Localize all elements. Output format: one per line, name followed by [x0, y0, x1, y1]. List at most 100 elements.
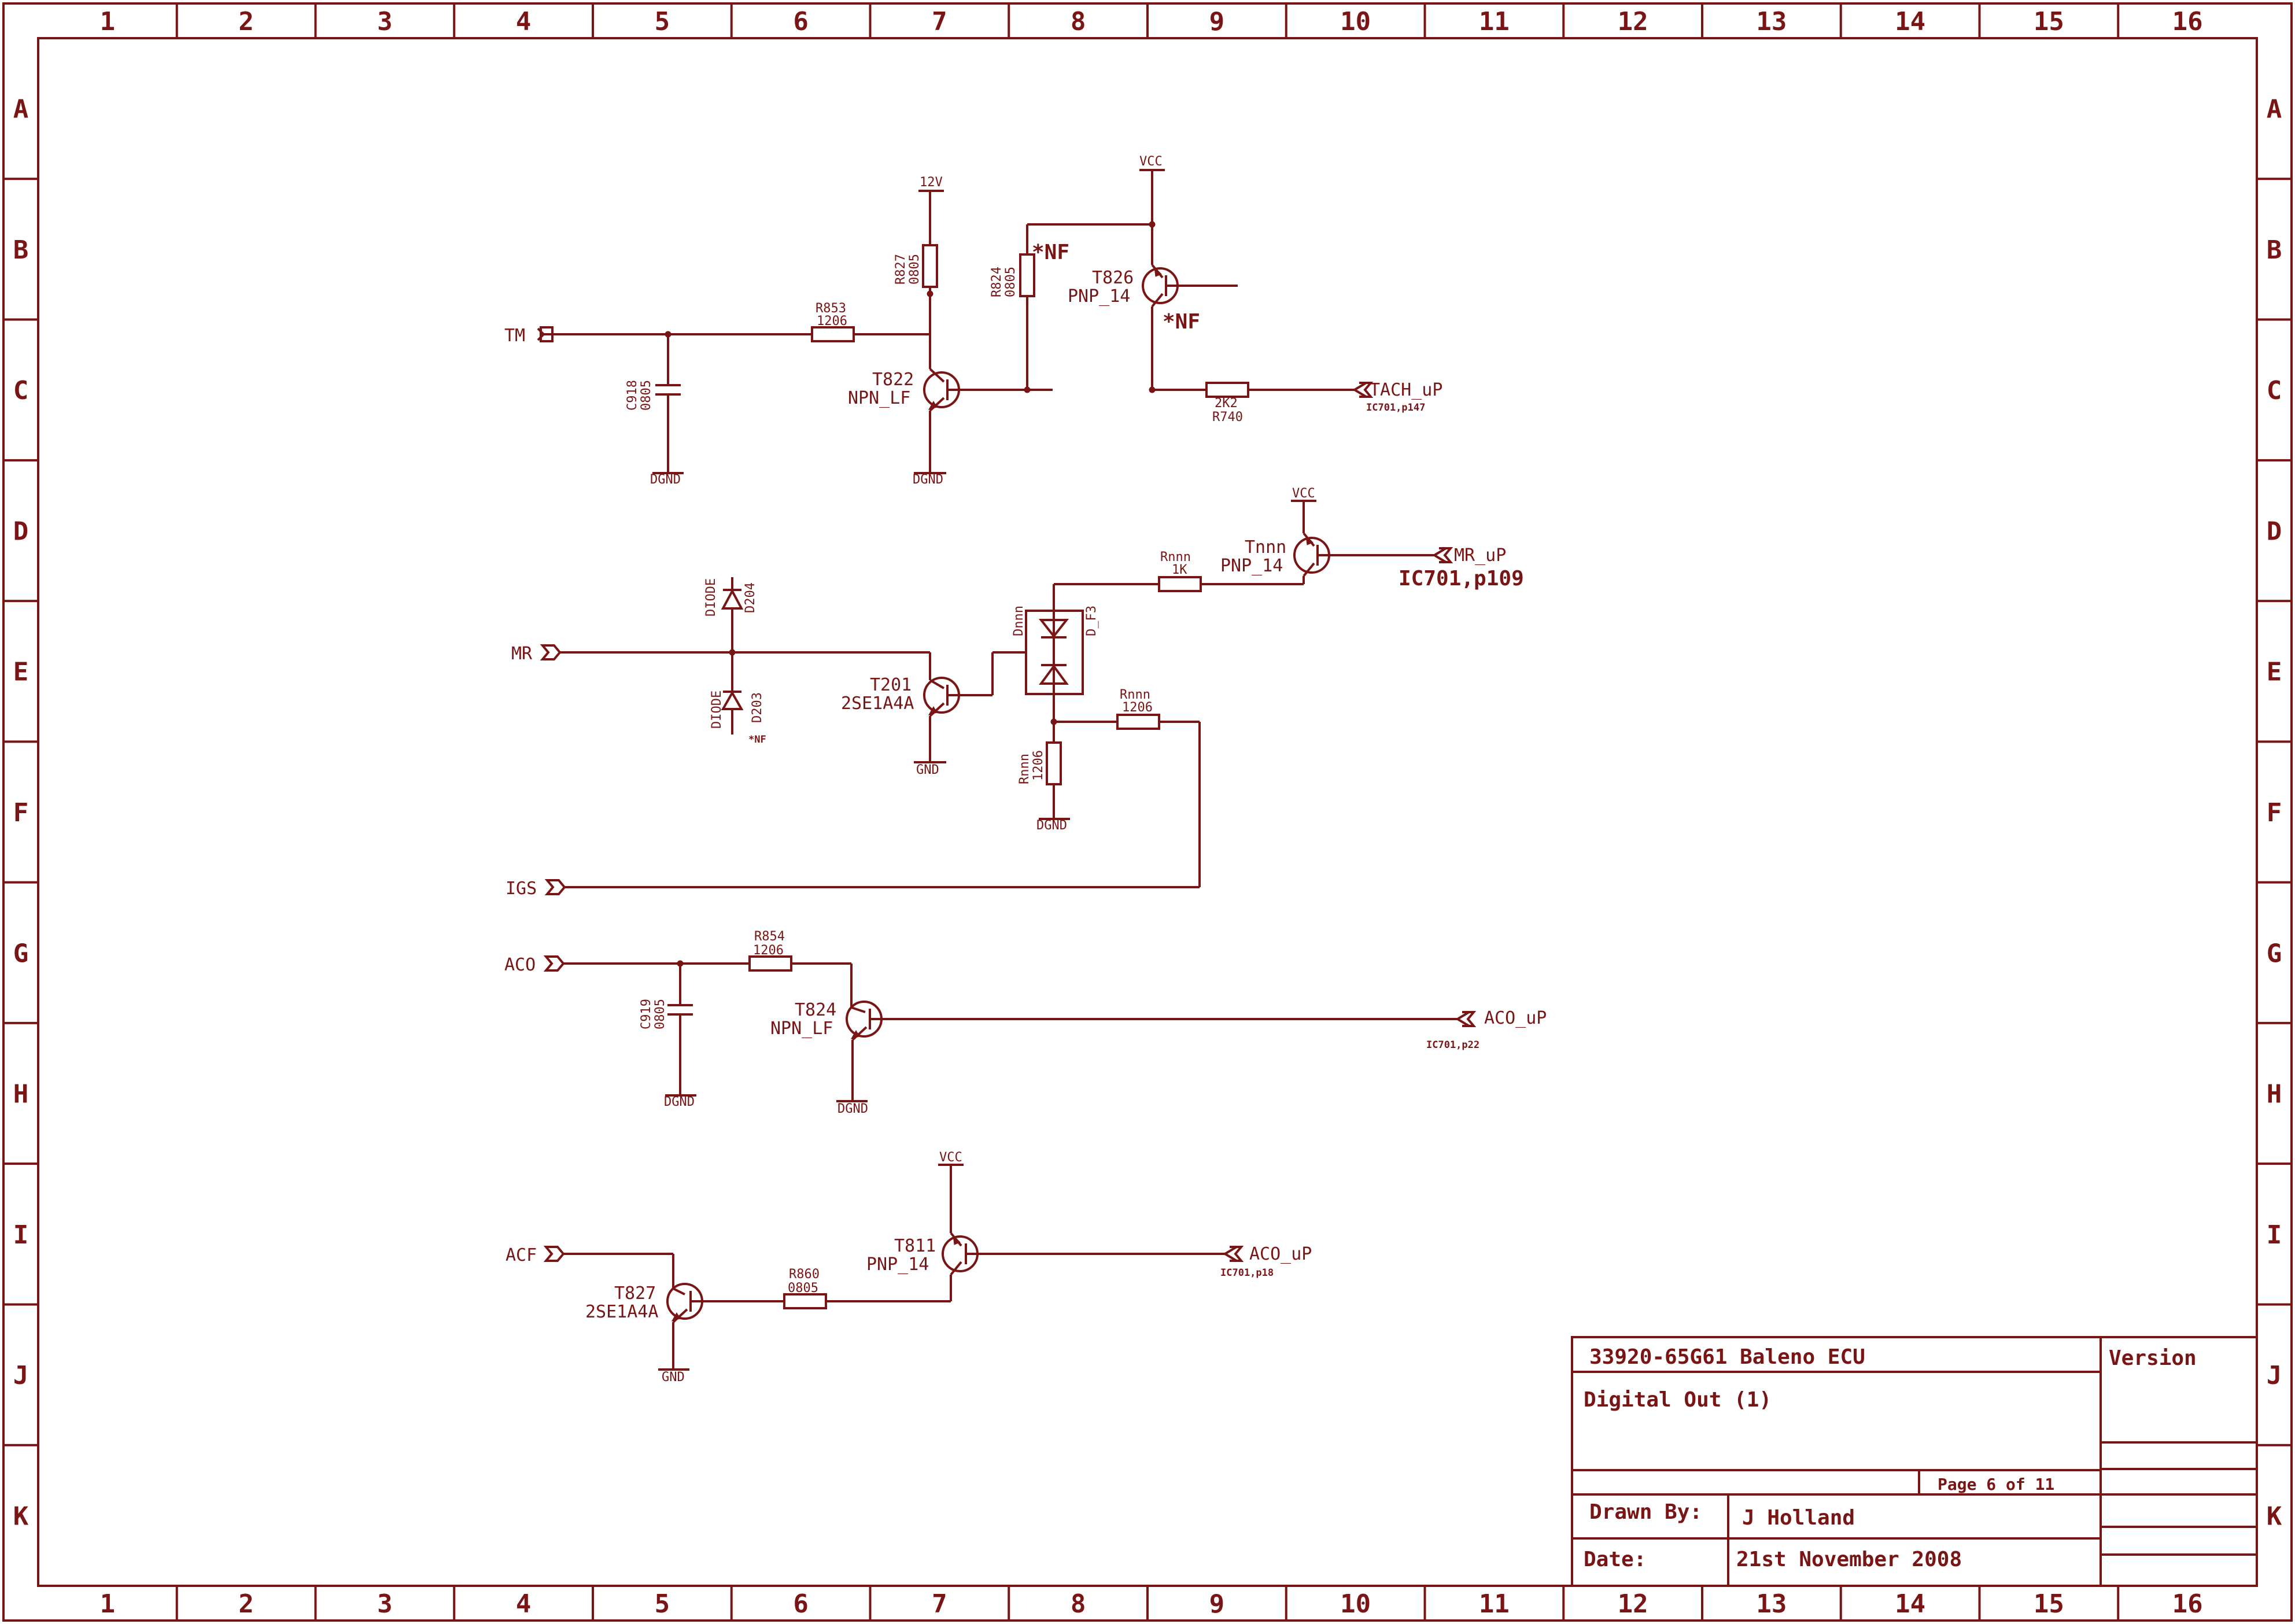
dgnd-rnnn: DGND [1036, 818, 1067, 833]
project-title: 33920-65G61 Baleno ECU [1589, 1345, 1865, 1369]
tnnn-value: PNP_14 [1220, 556, 1283, 576]
t826-nf-note: *NF [1163, 310, 1200, 334]
t822-ref: T822 [872, 370, 914, 390]
t827-ref: T827 [614, 1283, 656, 1304]
frame-row-label-right: K [2267, 1501, 2282, 1531]
circuit-tach: TM C918 0805 DGND R853 1206 12V R827 080… [504, 154, 1442, 487]
frame-col-label-top: 7 [932, 7, 947, 36]
r854-value: 1206 [753, 943, 784, 958]
frame-row-label-right: A [2267, 95, 2282, 124]
port-acf-label: ACF [506, 1245, 537, 1265]
frame-col-label-top: 11 [1479, 7, 1510, 36]
port-aco-up-2-ref: IC701,p18 [1220, 1267, 1274, 1279]
frame-row-label-left: A [13, 95, 29, 124]
version-label: Version [2109, 1346, 2197, 1370]
port-mr-label: MR [511, 644, 533, 664]
frame-col-label-bottom: 11 [1479, 1589, 1510, 1619]
r824-value: 0805 [1003, 267, 1018, 297]
frame-row-label-left: D [13, 516, 29, 546]
frame-col-label-bottom: 12 [1618, 1589, 1648, 1619]
d203-nf-note: *NF [748, 734, 766, 745]
dnnn-value: D_F3 [1084, 606, 1099, 636]
frame-col-label-bottom: 8 [1071, 1589, 1086, 1619]
r824-ref: R824 [990, 267, 1004, 297]
port-tach-ref: IC701,p147 [1366, 402, 1425, 414]
frame-row-label-right: E [2267, 658, 2282, 687]
circuit-mr: MR DIODE D204 DIODE D203 *NF GND T201 2S… [506, 486, 1524, 899]
frame-col-label-top: 5 [655, 7, 670, 36]
frame-row-label-left: I [13, 1220, 29, 1250]
d203-value: DIODE [710, 691, 724, 729]
r740-ref: R740 [1212, 410, 1243, 425]
r853-ref: R853 [816, 301, 846, 316]
frame-col-label-bottom: 9 [1209, 1589, 1225, 1619]
r740-value: 2K2 [1215, 396, 1238, 411]
frame-row-label-left: C [13, 376, 29, 405]
frame-col-label-top: 4 [516, 7, 532, 36]
sheet-title: Digital Out (1) [1584, 1388, 1772, 1412]
frame-col-label-top: 9 [1209, 7, 1225, 36]
frame-col-label-top: 12 [1618, 7, 1648, 36]
frame-row-label-left: E [13, 658, 29, 687]
port-mr-up-label: MR_uP [1454, 545, 1506, 566]
port-igs-symbol [544, 879, 566, 895]
vcc-tnnn: VCC [1292, 486, 1315, 501]
frame-col-label-bottom: 7 [932, 1589, 947, 1619]
rnnn-v-value: 1206 [1031, 750, 1046, 781]
t811-value: PNP_14 [866, 1254, 929, 1275]
frame-col-label-top: 13 [1756, 7, 1787, 36]
rnnn-1k-ref: Rnnn [1160, 550, 1191, 564]
t824-value: NPN_LF [770, 1018, 833, 1039]
frame-col-label-top: 14 [1895, 7, 1925, 36]
frame-col-label-bottom: 14 [1895, 1589, 1925, 1619]
page-indicator: Page 6 of 11 [1938, 1475, 2054, 1494]
frame-zone-labels: 1122334455667788991010111112121313141415… [13, 7, 2282, 1619]
dgnd-t824: DGND [837, 1102, 868, 1116]
d203-ref: D203 [750, 692, 765, 723]
frame-col-label-bottom: 1 [100, 1589, 116, 1619]
frame-col-label-top: 1 [100, 7, 116, 36]
frame-row-label-right: G [2267, 939, 2282, 968]
dgnd-t822: DGND [913, 473, 943, 487]
t826-value: PNP_14 [1068, 286, 1130, 307]
c919-ref: C919 [639, 999, 654, 1029]
frame-row-label-right: H [2267, 1080, 2282, 1109]
port-aco-up-1-ref: IC701,p22 [1426, 1039, 1479, 1051]
port-aco-label: ACO [504, 955, 536, 975]
port-mr-symbol [540, 644, 562, 660]
port-tach-symbol [1343, 382, 1374, 398]
port-aco-up-2-label: ACO_uP [1249, 1244, 1312, 1264]
dnnn-ref: Dnnn [1012, 606, 1026, 636]
dgnd-c919: DGND [664, 1095, 695, 1109]
frame-col-label-top: 8 [1071, 7, 1086, 36]
frame-col-label-bottom: 10 [1340, 1589, 1371, 1619]
r824-nf-note: *NF [1032, 241, 1069, 264]
t811-ref: T811 [894, 1236, 936, 1256]
frame-row-label-left: K [13, 1501, 29, 1531]
port-tm-label: TM [504, 326, 525, 346]
port-tach-label: TACH_uP [1370, 380, 1442, 400]
frame-row-label-left: J [13, 1361, 29, 1390]
r827-ref: R827 [894, 254, 908, 285]
r827-value: 0805 [907, 254, 922, 285]
drawn-by-value: J Holland [1742, 1506, 1855, 1530]
frame-row-label-right: B [2267, 235, 2282, 265]
frame-row-label-right: J [2267, 1361, 2282, 1390]
port-igs-label: IGS [506, 879, 537, 899]
date-label: Date: [1584, 1548, 1646, 1571]
rnnn-h-ref: Rnnn [1120, 688, 1150, 702]
frame-col-label-bottom: 16 [2172, 1589, 2203, 1619]
port-aco-up-1-symbol [1446, 1011, 1477, 1027]
t822-value: NPN_LF [848, 388, 910, 408]
port-aco-up-2-symbol [1213, 1246, 1244, 1262]
frame-col-label-bottom: 3 [377, 1589, 393, 1619]
r860-value: 0805 [788, 1281, 818, 1295]
frame-col-label-bottom: 6 [793, 1589, 809, 1619]
rnnn-h-value: 1206 [1122, 700, 1153, 715]
frame-col-label-bottom: 5 [655, 1589, 670, 1619]
power-12v: 12V [920, 175, 943, 190]
frame-col-label-top: 6 [793, 7, 809, 36]
port-aco-up-1-label: ACO_uP [1484, 1008, 1547, 1028]
rnnn-1k-value: 1K [1172, 563, 1187, 577]
